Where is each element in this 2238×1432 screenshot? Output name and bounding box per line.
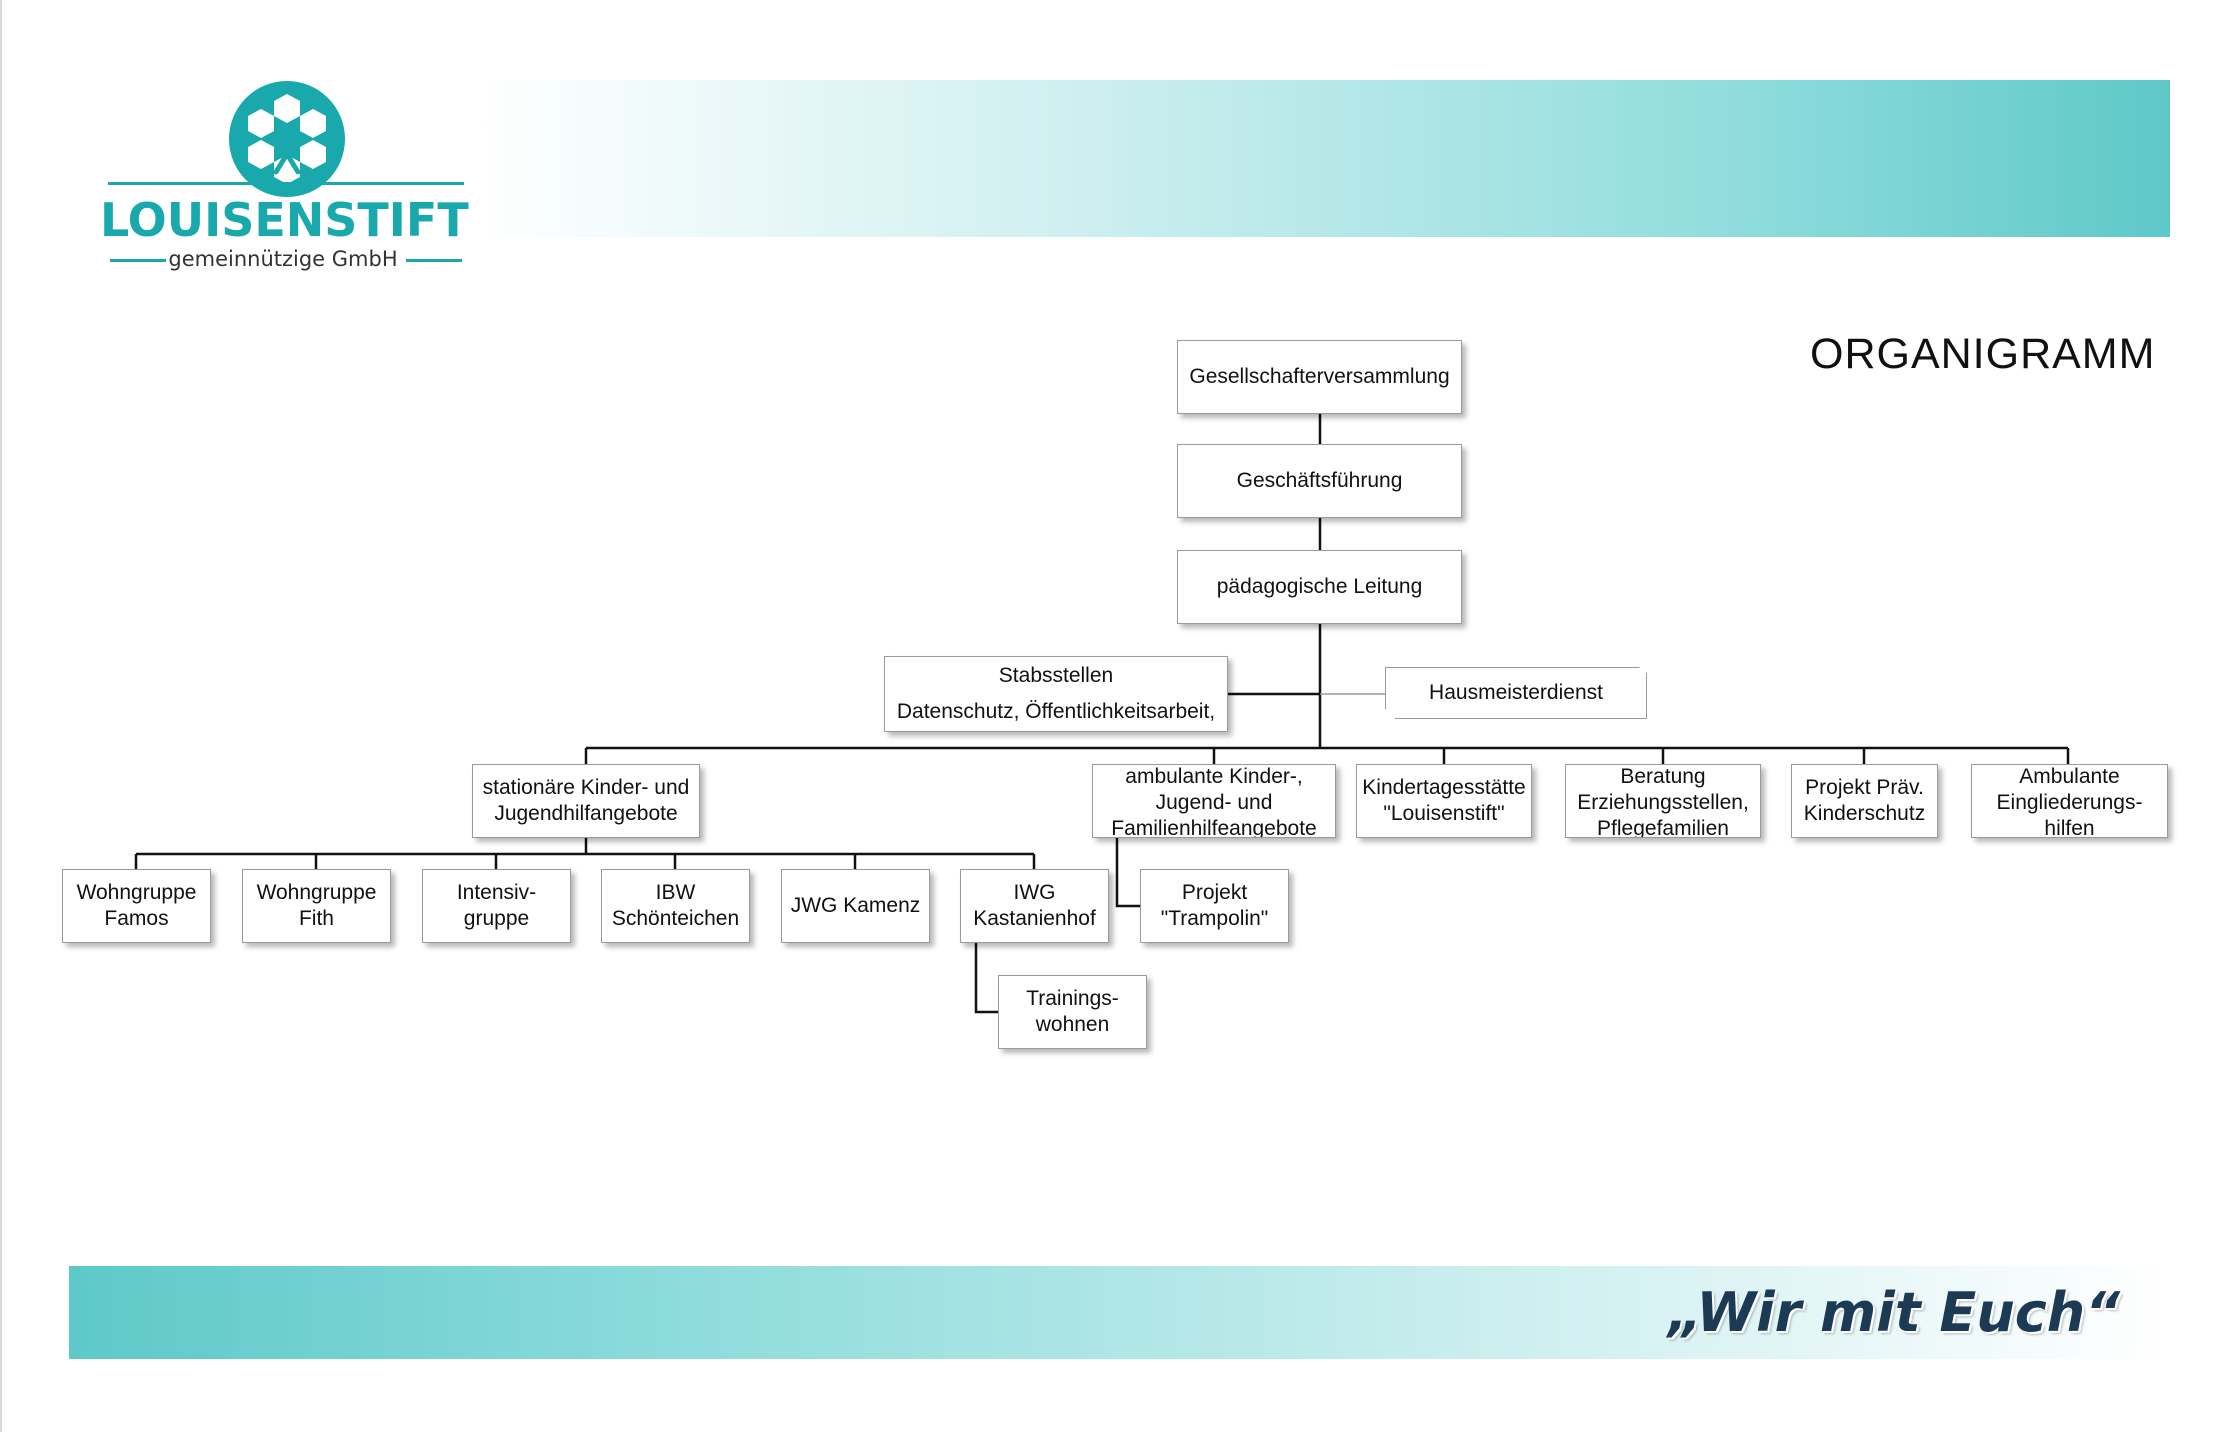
page-title: ORGANIGRAMM (1810, 330, 2156, 378)
node-ambulant: ambulante Kinder-, Jugend- und Familienh… (1092, 764, 1336, 838)
node-ibw: IBW Schönteichen (601, 869, 750, 943)
node-kita: Kindertagesstätte "Louisenstift" (1356, 764, 1532, 838)
node-gesellschafterversammlung: Gesellschafterversammlung (1177, 340, 1462, 414)
bottom-banner (69, 1266, 2169, 1359)
logo-subtitle: gemeinnützige GmbH (168, 247, 398, 271)
logo-right-rule (406, 259, 462, 262)
node-jwg-kamenz: JWG Kamenz (781, 869, 930, 943)
logo-name: LOUISENSTIFT (100, 193, 469, 247)
top-banner (475, 80, 2170, 237)
node-stabsstellen: Stabsstellen Datenschutz, Öffentlichkeit… (884, 656, 1228, 732)
node-eingliederung: Ambulante Eingliederungs- hilfen (1971, 764, 2168, 838)
node-wg-famos: Wohngruppe Famos (62, 869, 211, 943)
node-stationaer: stationäre Kinder- und Jugendhilfangebot… (472, 764, 700, 838)
slogan: „Wir mit Euch“ (1667, 1281, 2120, 1344)
node-wg-fith: Wohngruppe Fith (242, 869, 391, 943)
node-geschaeftsfuehrung: Geschäftsführung (1177, 444, 1462, 518)
node-trampolin: Projekt "Trampolin" (1140, 869, 1289, 943)
node-trainingswohnen: Trainings- wohnen (998, 975, 1147, 1049)
connector-trampolin (1115, 838, 1140, 908)
node-beratung: Beratung Erziehungsstellen, Pflegefamili… (1565, 764, 1761, 838)
logo-emblem-icon (229, 81, 345, 197)
logo-top-rule (108, 182, 464, 185)
node-projekt-kinderschutz: Projekt Präv. Kinderschutz (1791, 764, 1938, 838)
node-hausmeisterdienst: Hausmeisterdienst (1385, 667, 1647, 719)
logo-left-rule (110, 259, 166, 262)
left-edge-rule (0, 0, 2, 1432)
connector-trainingswohnen (974, 943, 998, 1014)
logo: LOUISENSTIFT gemeinnützige GmbH (100, 75, 480, 285)
node-iwg: IWG Kastanienhof (960, 869, 1109, 943)
node-paedagogische-leitung: pädagogische Leitung (1177, 550, 1462, 624)
node-intensivgruppe: Intensiv- gruppe (422, 869, 571, 943)
